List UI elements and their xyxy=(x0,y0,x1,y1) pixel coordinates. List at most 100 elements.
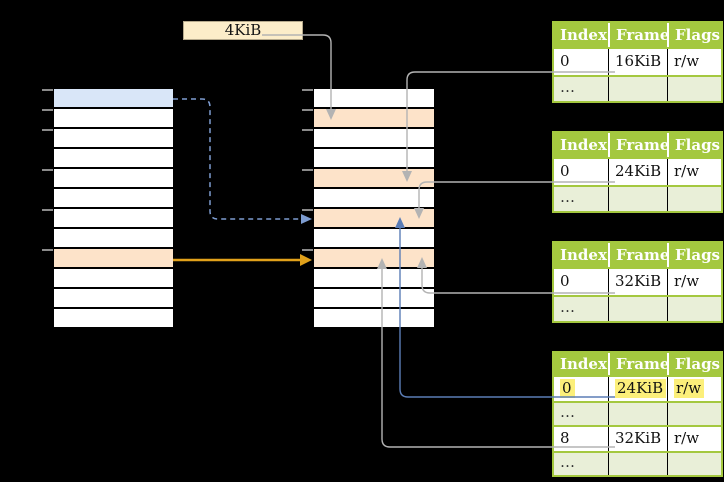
table-cell xyxy=(667,403,721,425)
column-header: Index xyxy=(560,246,607,264)
table-cell: r/w xyxy=(667,159,721,185)
arrow-virtual-page-to-frame-dashed xyxy=(173,98,300,220)
address-tick xyxy=(302,109,313,111)
virtual-memory-row-1 xyxy=(54,109,173,129)
address-tick xyxy=(302,169,313,171)
table-cell: 8 xyxy=(560,429,570,447)
physical-memory-row-1 xyxy=(314,109,434,129)
column-header: Flags xyxy=(667,243,721,267)
address-tick xyxy=(42,129,53,131)
arrowhead-right-icon xyxy=(301,214,312,224)
physical-memory-row-6 xyxy=(314,209,434,229)
physical-memory-row-5 xyxy=(314,189,434,209)
virtual-memory-row-11 xyxy=(54,309,173,329)
column-header: Flags xyxy=(667,133,721,157)
column-header: Frame xyxy=(608,243,667,267)
arrowhead-right-icon xyxy=(300,254,312,266)
address-tick xyxy=(42,249,53,251)
page-size-label: 4KiB xyxy=(183,21,303,40)
column-header: Index xyxy=(560,355,607,373)
column-header: Frame xyxy=(608,353,667,375)
table-cell: … xyxy=(560,78,575,96)
table-cell: 0 xyxy=(554,377,608,401)
table-cell xyxy=(608,77,667,101)
table-cell: 0 xyxy=(560,162,570,180)
address-tick xyxy=(302,89,313,91)
physical-memory-row-7 xyxy=(314,229,434,249)
table-cell xyxy=(667,187,721,211)
table-cell: … xyxy=(560,453,575,471)
table-cell: 24KiB xyxy=(608,377,667,401)
table-row: … xyxy=(554,77,721,101)
table-cell: … xyxy=(560,188,575,206)
table-cell xyxy=(608,297,667,321)
address-tick xyxy=(302,209,313,211)
virtual-memory-row-8 xyxy=(54,249,173,269)
physical-memory-row-10 xyxy=(314,289,434,309)
table-row: … xyxy=(554,297,721,321)
virtual-memory-row-3 xyxy=(54,149,173,169)
column-header: Index xyxy=(560,136,607,154)
address-tick xyxy=(42,209,53,211)
table-cell xyxy=(667,297,721,321)
virtual-memory-row-7 xyxy=(54,229,173,249)
table-cell: r/w xyxy=(667,377,721,401)
table-cell xyxy=(608,187,667,211)
table-cell: 0 xyxy=(560,272,570,290)
table-cell: r/w xyxy=(667,269,721,295)
virtual-memory-row-6 xyxy=(54,209,173,229)
virtual-memory-row-10 xyxy=(54,289,173,309)
table-cell xyxy=(667,453,721,475)
virtual-memory-row-2 xyxy=(54,129,173,149)
table-cell: 16KiB xyxy=(608,49,667,75)
virtual-memory-row-4 xyxy=(54,169,173,189)
column-header: Frame xyxy=(608,133,667,157)
virtual-memory-row-9 xyxy=(54,269,173,289)
address-tick xyxy=(302,129,313,131)
address-tick xyxy=(42,109,53,111)
virtual-memory-row-0 xyxy=(54,89,173,109)
virtual-memory-row-5 xyxy=(54,189,173,209)
column-header: Frame xyxy=(608,23,667,47)
table-cell xyxy=(608,403,667,425)
table-cell: 32KiB xyxy=(608,269,667,295)
virtual-memory-column xyxy=(42,88,174,330)
table-row: … xyxy=(554,403,721,427)
table-cell: r/w xyxy=(667,49,721,75)
physical-memory-column xyxy=(302,88,435,330)
column-header: Flags xyxy=(667,23,721,47)
physical-memory-row-0 xyxy=(314,89,434,109)
table-cell xyxy=(667,77,721,101)
table-row: … xyxy=(554,453,721,475)
physical-memory-row-3 xyxy=(314,149,434,169)
address-tick xyxy=(302,249,313,251)
table-cell: 0 xyxy=(560,52,570,70)
table-cell: 32KiB xyxy=(608,427,667,451)
physical-memory-row-2 xyxy=(314,129,434,149)
column-header: Flags xyxy=(667,353,721,375)
column-header: Index xyxy=(560,26,607,44)
physical-memory-row-11 xyxy=(314,309,434,329)
address-tick xyxy=(42,89,53,91)
table-row: … xyxy=(554,187,721,211)
table-cell: … xyxy=(560,298,575,316)
physical-memory-row-9 xyxy=(314,269,434,289)
table-cell: r/w xyxy=(667,427,721,451)
table-cell xyxy=(608,453,667,475)
table-cell: 24KiB xyxy=(608,159,667,185)
physical-memory-row-8 xyxy=(314,249,434,269)
address-tick xyxy=(42,169,53,171)
